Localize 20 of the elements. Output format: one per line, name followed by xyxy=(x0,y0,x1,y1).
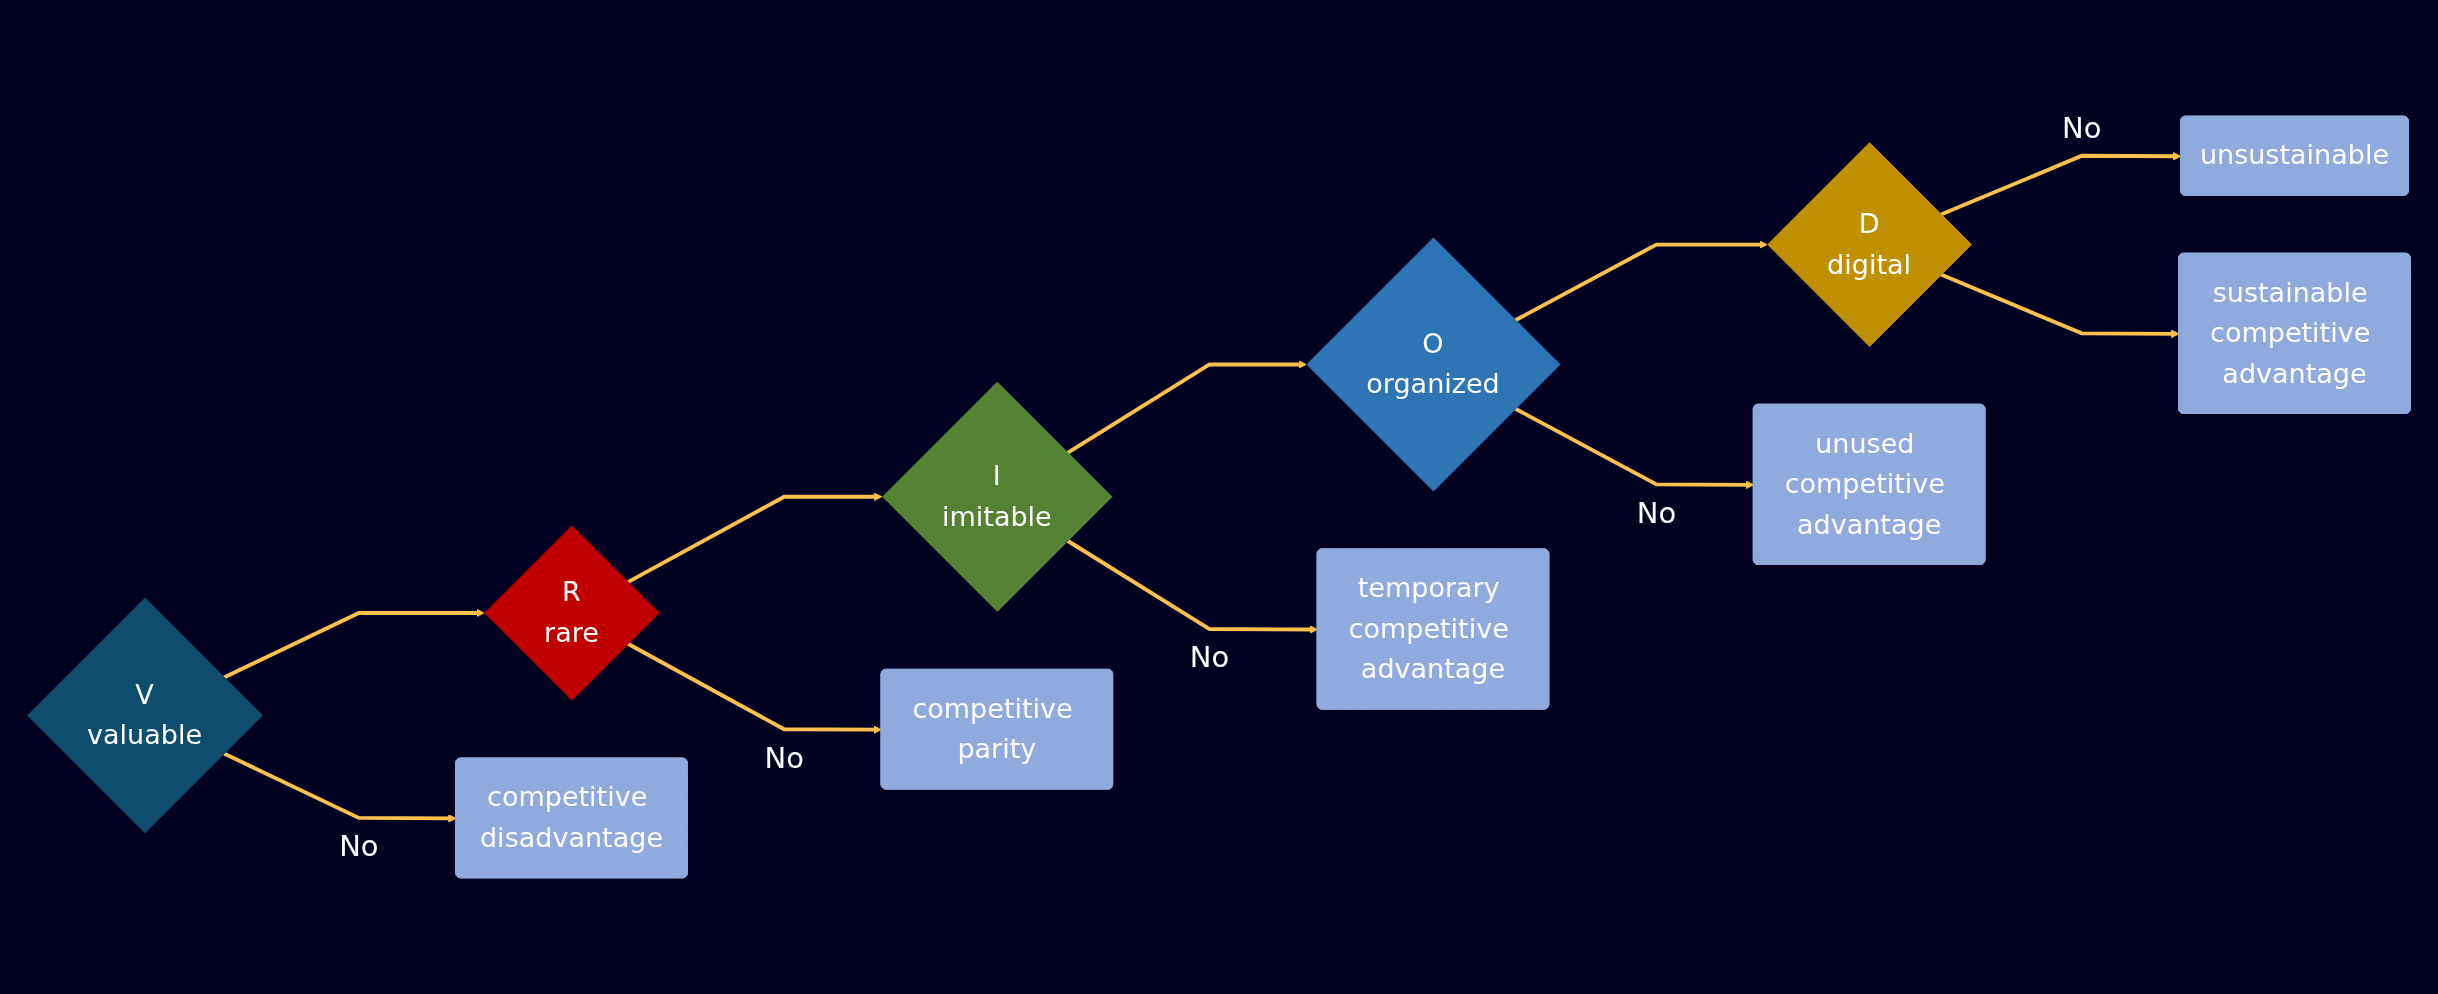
edge-label: No xyxy=(1189,640,1230,675)
arrow xyxy=(1940,152,2182,217)
node-diamond: I imitable xyxy=(882,381,1113,612)
arrow xyxy=(1514,240,1768,322)
arrow xyxy=(626,642,882,734)
node-diamond: D digital xyxy=(1767,142,1972,347)
edge-label: No xyxy=(339,829,379,864)
arrow xyxy=(626,492,883,584)
node-diamond: O organized xyxy=(1306,237,1561,492)
arrow xyxy=(1066,360,1307,455)
node-diamond: V valuable xyxy=(27,597,263,834)
node-diamond: R rare xyxy=(484,525,660,701)
edge-label: No xyxy=(2062,111,2102,145)
arrow xyxy=(1514,406,1755,490)
edge-label: No xyxy=(1636,495,1677,530)
arrow xyxy=(1940,272,2180,339)
arrow xyxy=(223,751,457,823)
arrow xyxy=(1066,539,1319,634)
edge-label: No xyxy=(764,740,804,775)
arrow xyxy=(223,608,485,680)
